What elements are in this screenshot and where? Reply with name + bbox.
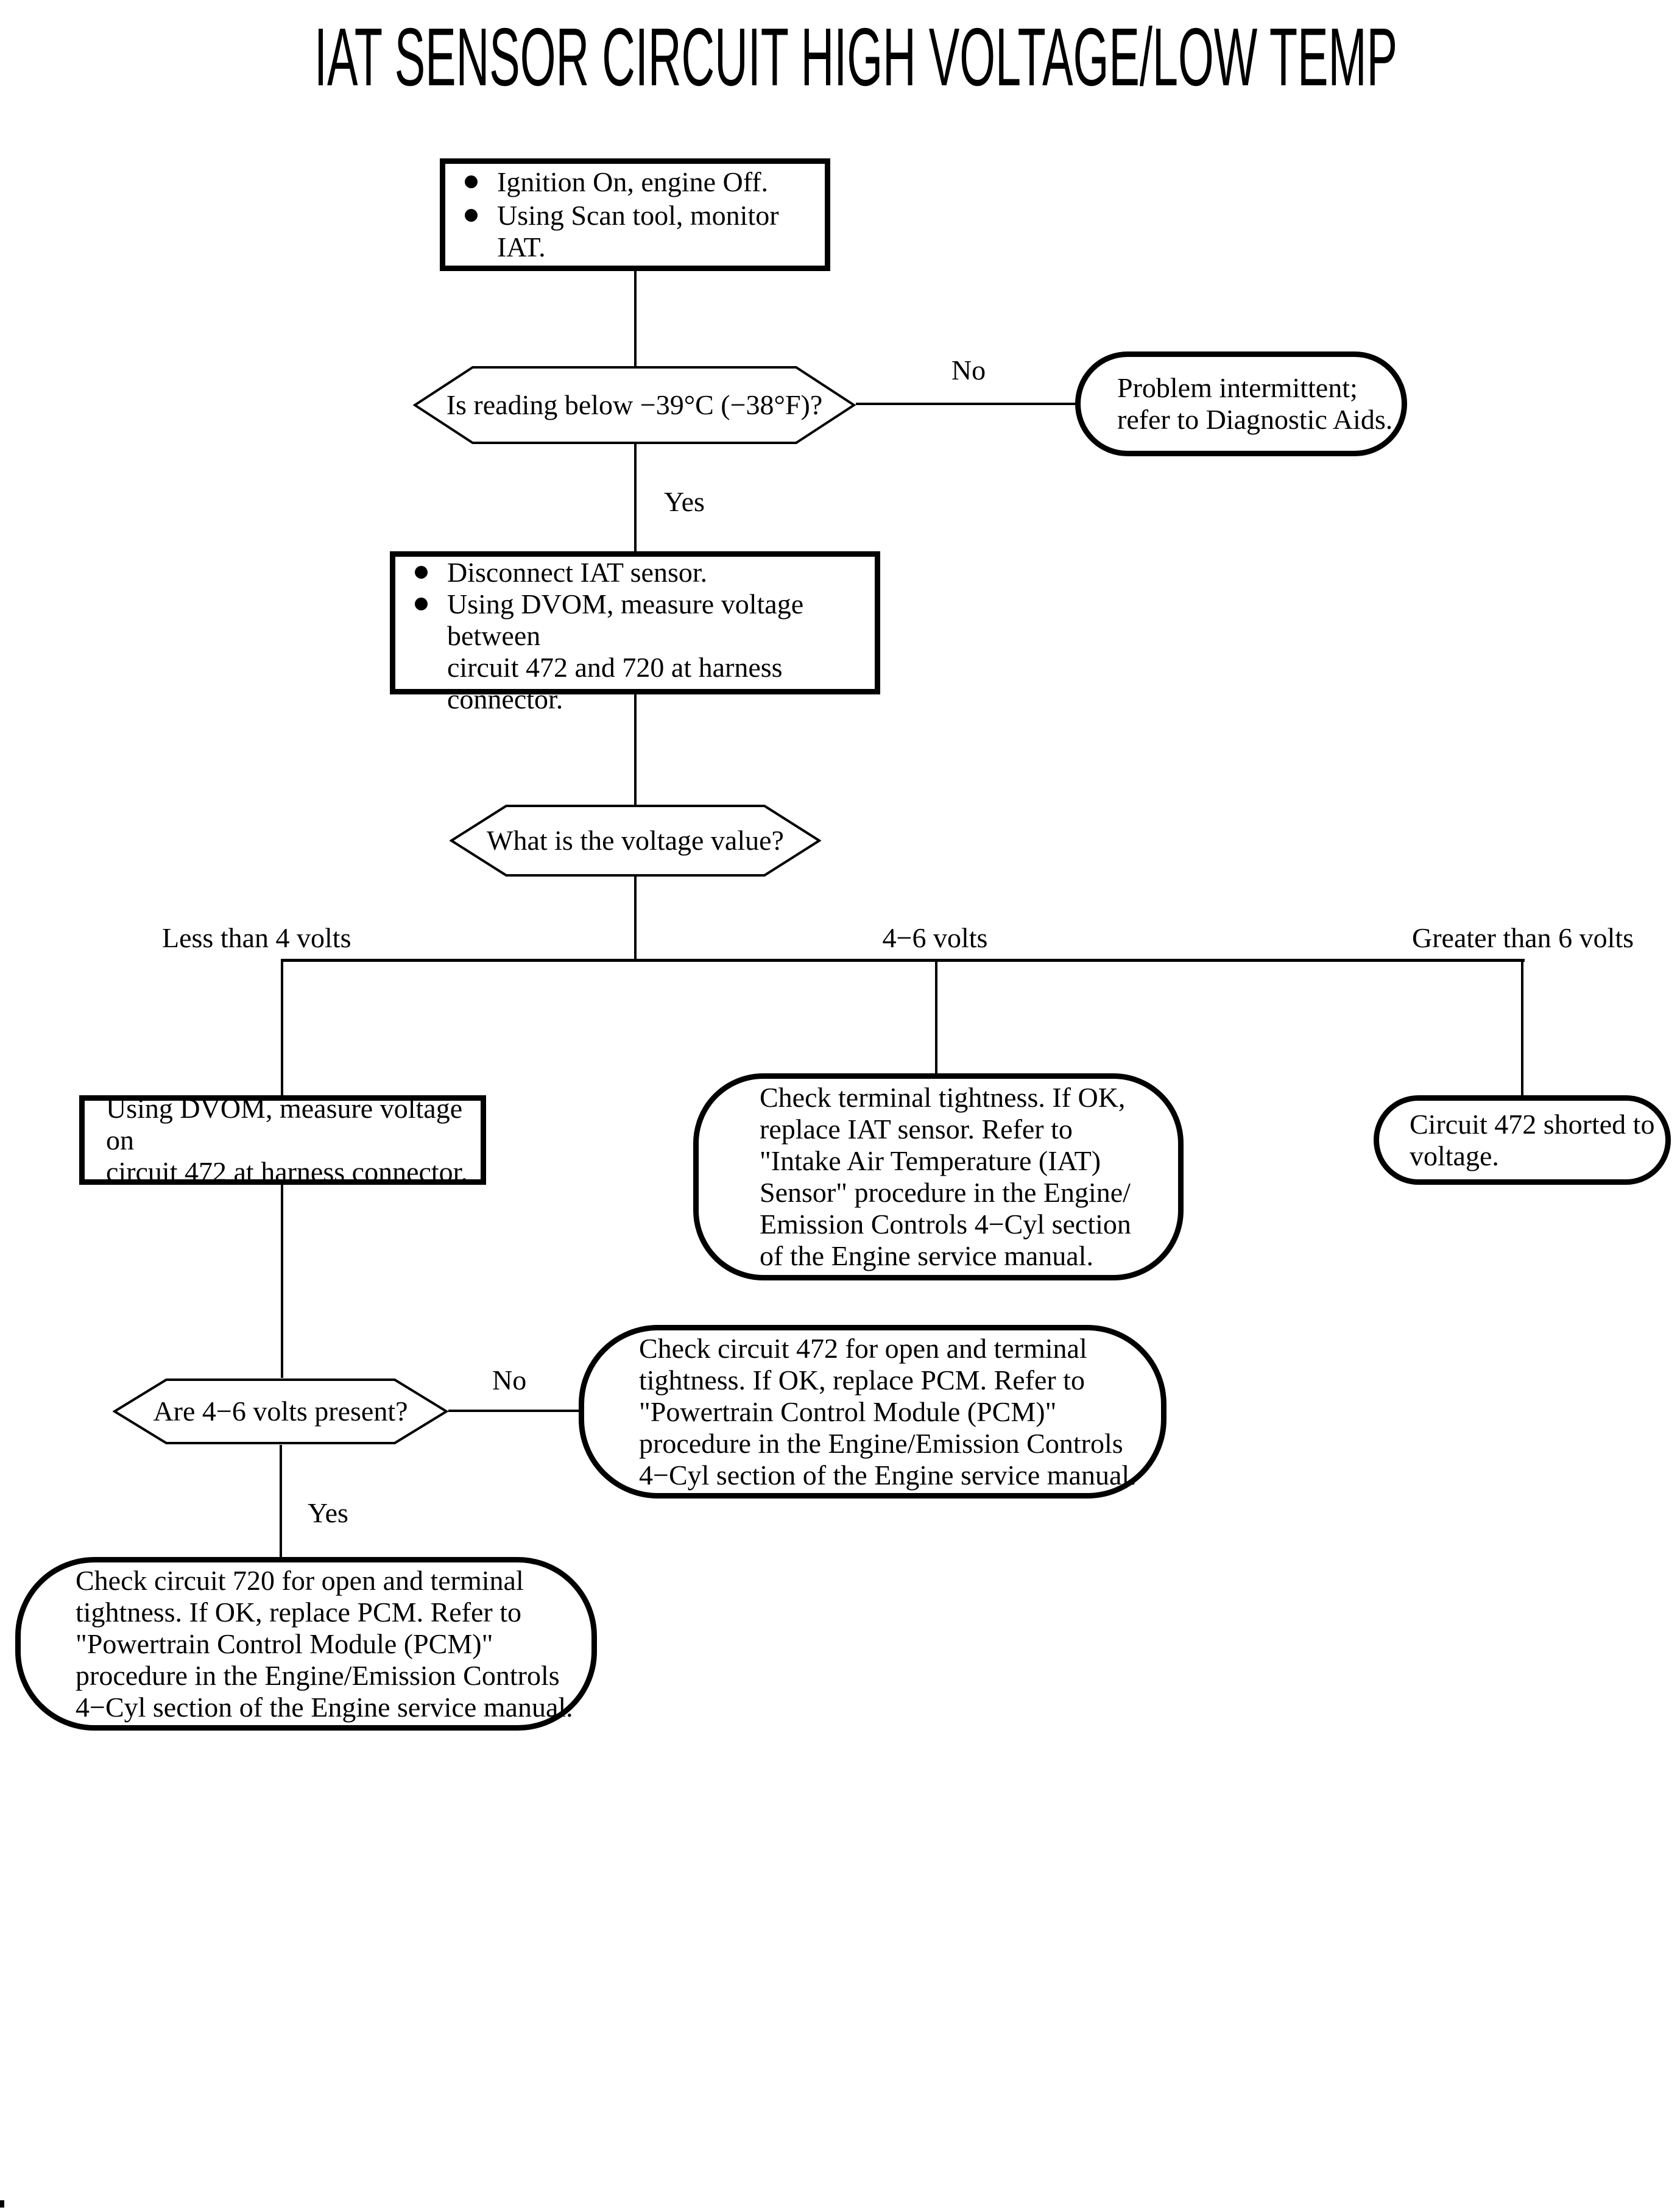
hexagon-shape (413, 366, 856, 444)
bullet-icon (465, 209, 478, 222)
edge-label-yes-2: Yes (308, 1497, 348, 1528)
bullet-icon (415, 566, 428, 579)
start-process-box: Ignition On, engine Off. Using Scan tool… (440, 158, 830, 271)
disconnect-bullet-1-text: Disconnect IAT sensor. (447, 557, 708, 588)
branch-label-greater-than-6: Greater than 6 volts (1412, 922, 1634, 953)
bullet-icon (415, 598, 428, 610)
start-bullet-1: Ignition On, engine Off. (445, 166, 825, 198)
connector-branch-left-drop (281, 960, 283, 1096)
terminal-problem-intermittent-text: Problem intermittent; refer to Diagnosti… (1117, 372, 1393, 435)
connector-decision3-yes (280, 1445, 282, 1557)
connector-decision1-yes (634, 443, 637, 552)
terminal-replace-iat: Check terminal tightness. If OK, replace… (693, 1073, 1184, 1280)
disconnect-process-box: Disconnect IAT sensor. Using DVOM, measu… (390, 551, 880, 715)
decision-4-6-present-text: Are 4−6 volts present? (153, 1396, 408, 1427)
decision-reading-text: Is reading below −39°C (−38°F)? (446, 389, 823, 420)
connector-branch-bar (281, 959, 1525, 962)
disconnect-bullet-1: Disconnect IAT sensor. (395, 557, 875, 588)
branch-label-less-than-4: Less than 4 volts (162, 922, 351, 953)
connector-measure-to-decision3 (281, 1185, 283, 1378)
terminal-check-circuit-472: Check circuit 472 for open and terminal … (579, 1325, 1166, 1499)
connector-decision3-no (448, 1410, 580, 1412)
decision-voltage-text: What is the voltage value? (487, 825, 784, 856)
edge-label-no-1: No (951, 355, 986, 386)
start-bullet-1-text: Ignition On, engine Off. (497, 166, 769, 197)
terminal-check-circuit-720-text: Check circuit 720 for open and terminal … (76, 1564, 573, 1723)
terminal-circuit-472-shorted: Circuit 472 shorted to voltage. (1374, 1095, 1671, 1185)
start-bullet-2: Using Scan tool, monitor IAT. (445, 200, 825, 263)
terminal-problem-intermittent: Problem intermittent; refer to Diagnosti… (1075, 351, 1407, 456)
start-bullet-2-text: Using Scan tool, monitor IAT. (497, 200, 779, 263)
decision-reading-hexagon: Is reading below −39°C (−38°F)? (413, 365, 856, 445)
measure-472-process-box: Using DVOM, measure voltage on circuit 4… (79, 1092, 486, 1187)
hexagon-shape (113, 1379, 448, 1444)
terminal-circuit-472-shorted-text: Circuit 472 shorted to voltage. (1410, 1108, 1655, 1171)
connector-branch-right-drop (1521, 960, 1523, 1096)
connector-branch-middle-drop (935, 960, 937, 1075)
connector-start-to-decision1 (634, 270, 637, 367)
branch-label-4-to-6: 4−6 volts (882, 922, 988, 953)
page-title-container: IAT SENSOR CIRCUIT HIGH VOLTAGE/LOW TEMP (314, 17, 1397, 103)
scan-artifact-speck (0, 2200, 4, 2208)
connector-disconnect-to-decision2 (634, 693, 637, 805)
disconnect-bullet-2-text: Using DVOM, measure voltage between circ… (447, 588, 804, 715)
disconnect-bullet-2: Using DVOM, measure voltage between circ… (395, 588, 875, 715)
bullet-icon (465, 175, 478, 188)
connector-decision1-no (856, 403, 1076, 405)
terminal-replace-iat-text: Check terminal tightness. If OK, replace… (760, 1082, 1131, 1271)
terminal-check-circuit-720: Check circuit 720 for open and terminal … (15, 1557, 597, 1731)
terminal-check-circuit-472-text: Check circuit 472 for open and terminal … (639, 1332, 1137, 1491)
edge-label-yes-1: Yes (664, 486, 705, 517)
decision-voltage-hexagon: What is the voltage value? (450, 804, 821, 877)
measure-472-text: Using DVOM, measure voltage on circuit 4… (106, 1092, 468, 1187)
edge-label-no-2: No (492, 1364, 527, 1396)
page-title: IAT SENSOR CIRCUIT HIGH VOLTAGE/LOW TEMP (314, 17, 1397, 103)
connector-decision2-to-branchbar (634, 876, 637, 960)
hexagon-shape (450, 805, 821, 877)
decision-4-6-present-hexagon: Are 4−6 volts present? (113, 1378, 448, 1445)
